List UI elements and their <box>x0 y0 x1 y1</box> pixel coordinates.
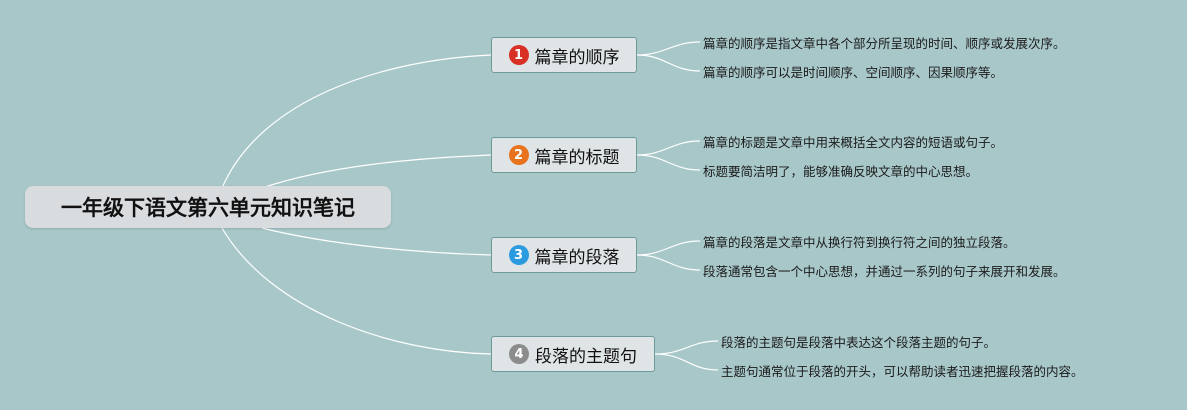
note-1-2[interactable]: 篇章的顺序可以是时间顺序、空间顺序、因果顺序等。 <box>703 65 1004 80</box>
connector-root-branch-3 <box>261 227 492 256</box>
connector-branch-3-note-1 <box>636 240 701 256</box>
note-3-1[interactable]: 篇章的段落是文章中从换行符到换行符之间的独立段落。 <box>703 235 1016 250</box>
note-1-1[interactable]: 篇章的顺序是指文章中各个部分所呈现的时间、顺序或发展次序。 <box>703 36 1066 51</box>
connector-root-branch-4 <box>221 227 492 355</box>
connector-branch-4-note-1 <box>654 340 719 355</box>
root-title: 一年级下语文第六单元知识笔记 <box>61 196 355 220</box>
note-2-1[interactable]: 篇章的标题是文章中用来概括全文内容的短语或句子。 <box>703 135 1004 150</box>
connector-branch-2-note-2 <box>636 154 701 171</box>
connector-branch-4-note-2 <box>654 353 719 371</box>
note-3-2[interactable]: 段落通常包含一个中心思想，并通过一系列的句子来展开和发展。 <box>703 264 1066 279</box>
root-topic[interactable]: 一年级下语文第六单元知识笔记 <box>25 186 391 228</box>
branch-label-3: 篇章的段落 <box>534 247 620 268</box>
branch-label-2: 篇章的标题 <box>534 147 620 168</box>
number-badge-2-icon: 2 <box>508 145 529 165</box>
number-badge-4-icon: 4 <box>509 344 529 364</box>
branch-label-4: 段落的主题句 <box>535 346 637 367</box>
connector-branch-1-note-2 <box>636 54 701 72</box>
number-badge-1-icon: 1 <box>508 45 529 65</box>
connector-root-branch-2 <box>261 154 492 189</box>
connector-root-branch-1 <box>221 54 492 189</box>
branch-topic-4[interactable]: 4 段落的主题句 <box>491 336 655 372</box>
connector-branch-1-note-1 <box>636 41 701 56</box>
branch-topic-1[interactable]: 1 篇章的顺序 <box>491 37 637 73</box>
note-4-2[interactable]: 主题句通常位于段落的开头，可以帮助读者迅速把握段落的内容。 <box>721 364 1084 379</box>
note-4-1[interactable]: 段落的主题句是段落中表达这个段落主题的句子。 <box>721 335 997 350</box>
branch-topic-2[interactable]: 2 篇章的标题 <box>491 137 637 173</box>
connector-branch-3-note-2 <box>636 254 701 271</box>
note-2-2[interactable]: 标题要简洁明了，能够准确反映文章的中心思想。 <box>703 164 979 179</box>
connector-branch-2-note-1 <box>636 140 701 156</box>
branch-topic-3[interactable]: 3 篇章的段落 <box>491 237 637 273</box>
branch-label-1: 篇章的顺序 <box>534 47 620 68</box>
number-badge-3-icon: 3 <box>508 245 529 265</box>
